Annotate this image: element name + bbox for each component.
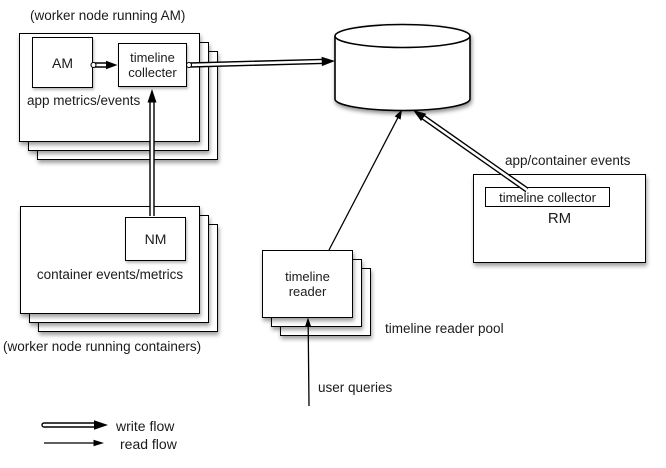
- legend-write-arrow-icon: [41, 420, 108, 430]
- app-container-events-label: app/container events: [505, 153, 631, 168]
- legend-write-flow-label: write flow: [116, 418, 175, 434]
- am-label: AM: [52, 54, 73, 71]
- legend-read-flow-label: read flow: [120, 436, 177, 452]
- am-timeline-collector-box: timeline collecter: [118, 43, 187, 87]
- app-metrics-events-label: app metrics/events: [27, 93, 141, 108]
- am-timeline-collector-label: timeline collecter: [128, 50, 177, 80]
- container-events-metrics-label: container events/metrics: [36, 267, 184, 282]
- nm-box: NM: [125, 217, 186, 261]
- am-box: AM: [32, 37, 93, 88]
- rm-label: RM: [547, 210, 572, 227]
- timeline-reader-label: timeline reader: [285, 269, 330, 299]
- storage-label: Storage: [377, 58, 428, 74]
- timeline-reader-pool-label: timeline reader pool: [385, 321, 504, 336]
- user-queries-label: user queries: [318, 380, 393, 395]
- worker-am-caption: (worker node running AM): [30, 8, 186, 23]
- worker-containers-caption: (worker node running containers): [3, 339, 202, 354]
- read-arrow-reader-to-storage: [328, 109, 402, 251]
- rm-timeline-collector-box: timeline collector: [485, 187, 610, 207]
- nm-label: NM: [144, 231, 167, 247]
- reader-stack-front: timeline reader: [262, 250, 353, 318]
- legend-read-arrow-icon: [44, 439, 104, 447]
- rm-timeline-collector-label: timeline collector: [499, 189, 596, 205]
